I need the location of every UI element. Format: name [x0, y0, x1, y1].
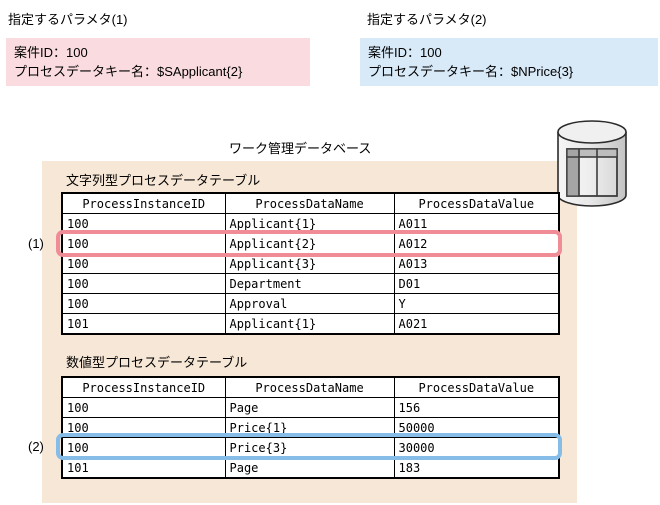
string-table-title: 文字列型プロセスデータテーブル — [66, 173, 261, 188]
table-cell: Price{3} — [224, 437, 395, 458]
table-cell: Applicant{1} — [224, 213, 395, 234]
table-cell: Page — [224, 397, 395, 418]
param2-heading: 指定するパラメタ(2) — [367, 12, 487, 27]
column-header: ProcessInstanceID — [61, 192, 226, 214]
table-cell: Y — [393, 293, 560, 314]
table-cell: A021 — [393, 313, 560, 335]
param1-data-key-name: プロセスデータキー名：$SApplicant{2} — [14, 64, 243, 79]
database-cylinder-icon — [557, 120, 627, 207]
table-cell: 101 — [61, 457, 226, 479]
column-header: ProcessInstanceID — [61, 376, 226, 398]
table-cell: 100 — [61, 213, 226, 234]
numeric-table-title: 数値型プロセスデータテーブル — [66, 355, 248, 370]
table-cell: A013 — [393, 253, 560, 274]
table-cell: 100 — [61, 437, 226, 458]
table-cell: 30000 — [393, 437, 560, 458]
table-cell: 100 — [61, 253, 226, 274]
table-cell: Applicant{1} — [224, 313, 395, 335]
table-cell: 100 — [61, 417, 226, 438]
table-cell: Approval — [224, 293, 395, 314]
column-header: ProcessDataValue — [393, 192, 560, 214]
table-cell: A011 — [393, 213, 560, 234]
table-cell: 156 — [393, 397, 560, 418]
table-cell: 100 — [61, 397, 226, 418]
param2-data-key-name: プロセスデータキー名：$NPrice{3} — [368, 64, 574, 79]
table-cell: 100 — [61, 273, 226, 294]
table-cell: Department — [224, 273, 395, 294]
table-cell: 100 — [61, 293, 226, 314]
table-cell: A012 — [393, 233, 560, 254]
param1-case-id: 案件ID：100 — [14, 45, 88, 60]
table-cell: 50000 — [393, 417, 560, 438]
table-cell: Price{1} — [224, 417, 395, 438]
column-header: ProcessDataName — [224, 376, 395, 398]
param1-box: 案件ID：100 プロセスデータキー名：$SApplicant{2} — [6, 38, 310, 86]
database-label: ワーク管理データベース — [229, 141, 372, 156]
db-table-graphic — [566, 148, 618, 197]
table-cell: Applicant{2} — [224, 233, 395, 254]
table-cell: 101 — [61, 313, 226, 335]
table-cell: Applicant{3} — [224, 253, 395, 274]
table-cell: Page — [224, 457, 395, 479]
table-cell: D01 — [393, 273, 560, 294]
highlight-label-1: (1) — [28, 236, 44, 251]
param1-heading: 指定するパラメタ(1) — [8, 12, 128, 27]
param2-box: 案件ID：100 プロセスデータキー名：$NPrice{3} — [360, 38, 658, 86]
table-cell: 183 — [393, 457, 560, 479]
column-header: ProcessDataName — [224, 192, 395, 214]
highlight-label-2: (2) — [28, 439, 44, 454]
table-cell: 100 — [61, 233, 226, 254]
column-header: ProcessDataValue — [393, 376, 560, 398]
param2-case-id: 案件ID：100 — [368, 45, 442, 60]
